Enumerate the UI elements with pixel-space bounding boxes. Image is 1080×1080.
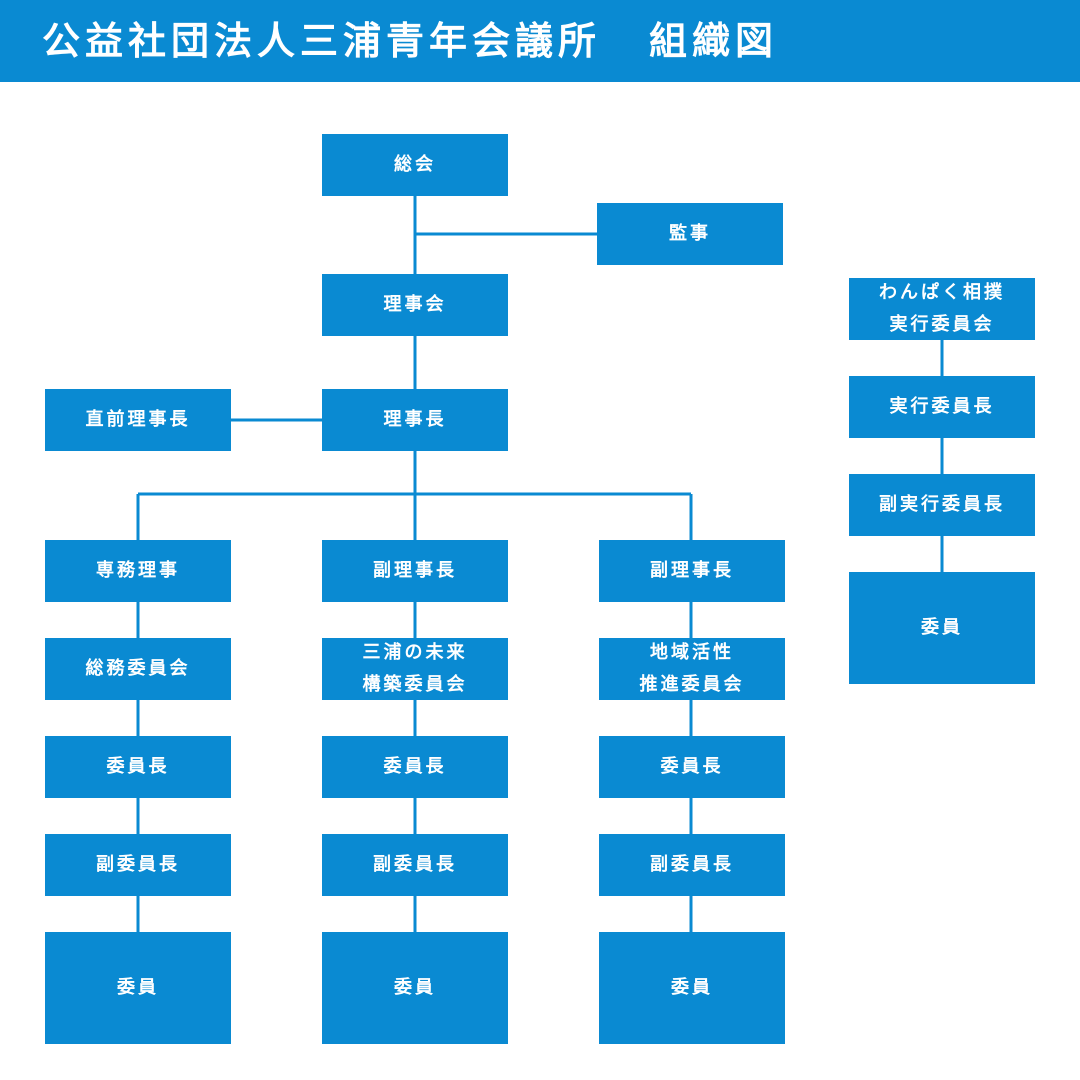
node-label-line: 委員 [671,977,713,998]
node-label-line: 実行委員会 [889,314,995,335]
node-wanpaku-zumo-iinkai: わんぱく相撲実行委員会 [849,278,1035,340]
page-title-sub: 組織図 [649,19,779,63]
node-label-line: 副委員長 [650,854,734,875]
node-iincho-1: 委員長 [45,736,231,798]
node-chiiki-kassei-iinkai: 地域活性推進委員会 [599,638,785,700]
node-iin-4: 委員 [849,572,1035,684]
node-label-line: 推進委員会 [639,674,745,695]
node-fuku-iincho-3: 副委員長 [599,834,785,896]
node-label-line: 総務委員会 [85,658,191,679]
node-iin-1: 委員 [45,932,231,1044]
node-label-line: 委員 [921,617,963,638]
node-rijicho: 理事長 [322,389,508,451]
node-label-line: 直前理事長 [85,409,191,430]
node-label-line: 理事長 [383,409,447,430]
page-title-main: 公益社団法人三浦青年会議所 [42,19,602,63]
node-fuku-rijicho-1: 副理事長 [322,540,508,602]
node-label-line: 副理事長 [650,560,734,581]
node-label-line: 監事 [669,223,711,244]
page-title: 公益社団法人三浦青年会議所 組織図 [42,14,778,68]
node-label-line: 副理事長 [373,560,457,581]
node-label-line: 委員 [394,977,436,998]
node-label-line: 構築委員会 [362,674,468,695]
node-iin-2: 委員 [322,932,508,1044]
node-label-line: 委員長 [660,756,724,777]
node-label-line: 委員 [117,977,159,998]
node-fuku-rijicho-2: 副理事長 [599,540,785,602]
node-iin-3: 委員 [599,932,785,1044]
node-label-line: 委員長 [106,756,170,777]
node-label-line: 地域活性 [650,642,734,663]
node-label-line: 三浦の未来 [362,642,468,663]
node-fuku-jikko-iincho: 副実行委員長 [849,474,1035,536]
node-fuku-iincho-1: 副委員長 [45,834,231,896]
node-fuku-iincho-2: 副委員長 [322,834,508,896]
node-label-line: 副実行委員長 [879,494,1005,515]
node-kanji: 監事 [597,203,783,265]
node-label-line: 副委員長 [373,854,457,875]
node-soukai: 総会 [322,134,508,196]
node-label-line: わんぱく相撲 [879,282,1005,303]
node-label-line: 実行委員長 [889,396,995,417]
header-bar: 公益社団法人三浦青年会議所 組織図 [0,0,1080,82]
node-label-line: 総会 [394,154,436,175]
node-label-line: 委員長 [383,756,447,777]
node-label-line: 理事会 [383,294,447,315]
node-chokuzen-rijicho: 直前理事長 [45,389,231,451]
node-label-line: 副委員長 [96,854,180,875]
node-rijikai: 理事会 [322,274,508,336]
node-jikko-iincho: 実行委員長 [849,376,1035,438]
node-label-line: 専務理事 [96,560,180,581]
node-iincho-3: 委員長 [599,736,785,798]
node-miura-mirai-iinkai: 三浦の未来構築委員会 [322,638,508,700]
node-iincho-2: 委員長 [322,736,508,798]
node-senmu-riji: 専務理事 [45,540,231,602]
node-soumu-iinkai: 総務委員会 [45,638,231,700]
